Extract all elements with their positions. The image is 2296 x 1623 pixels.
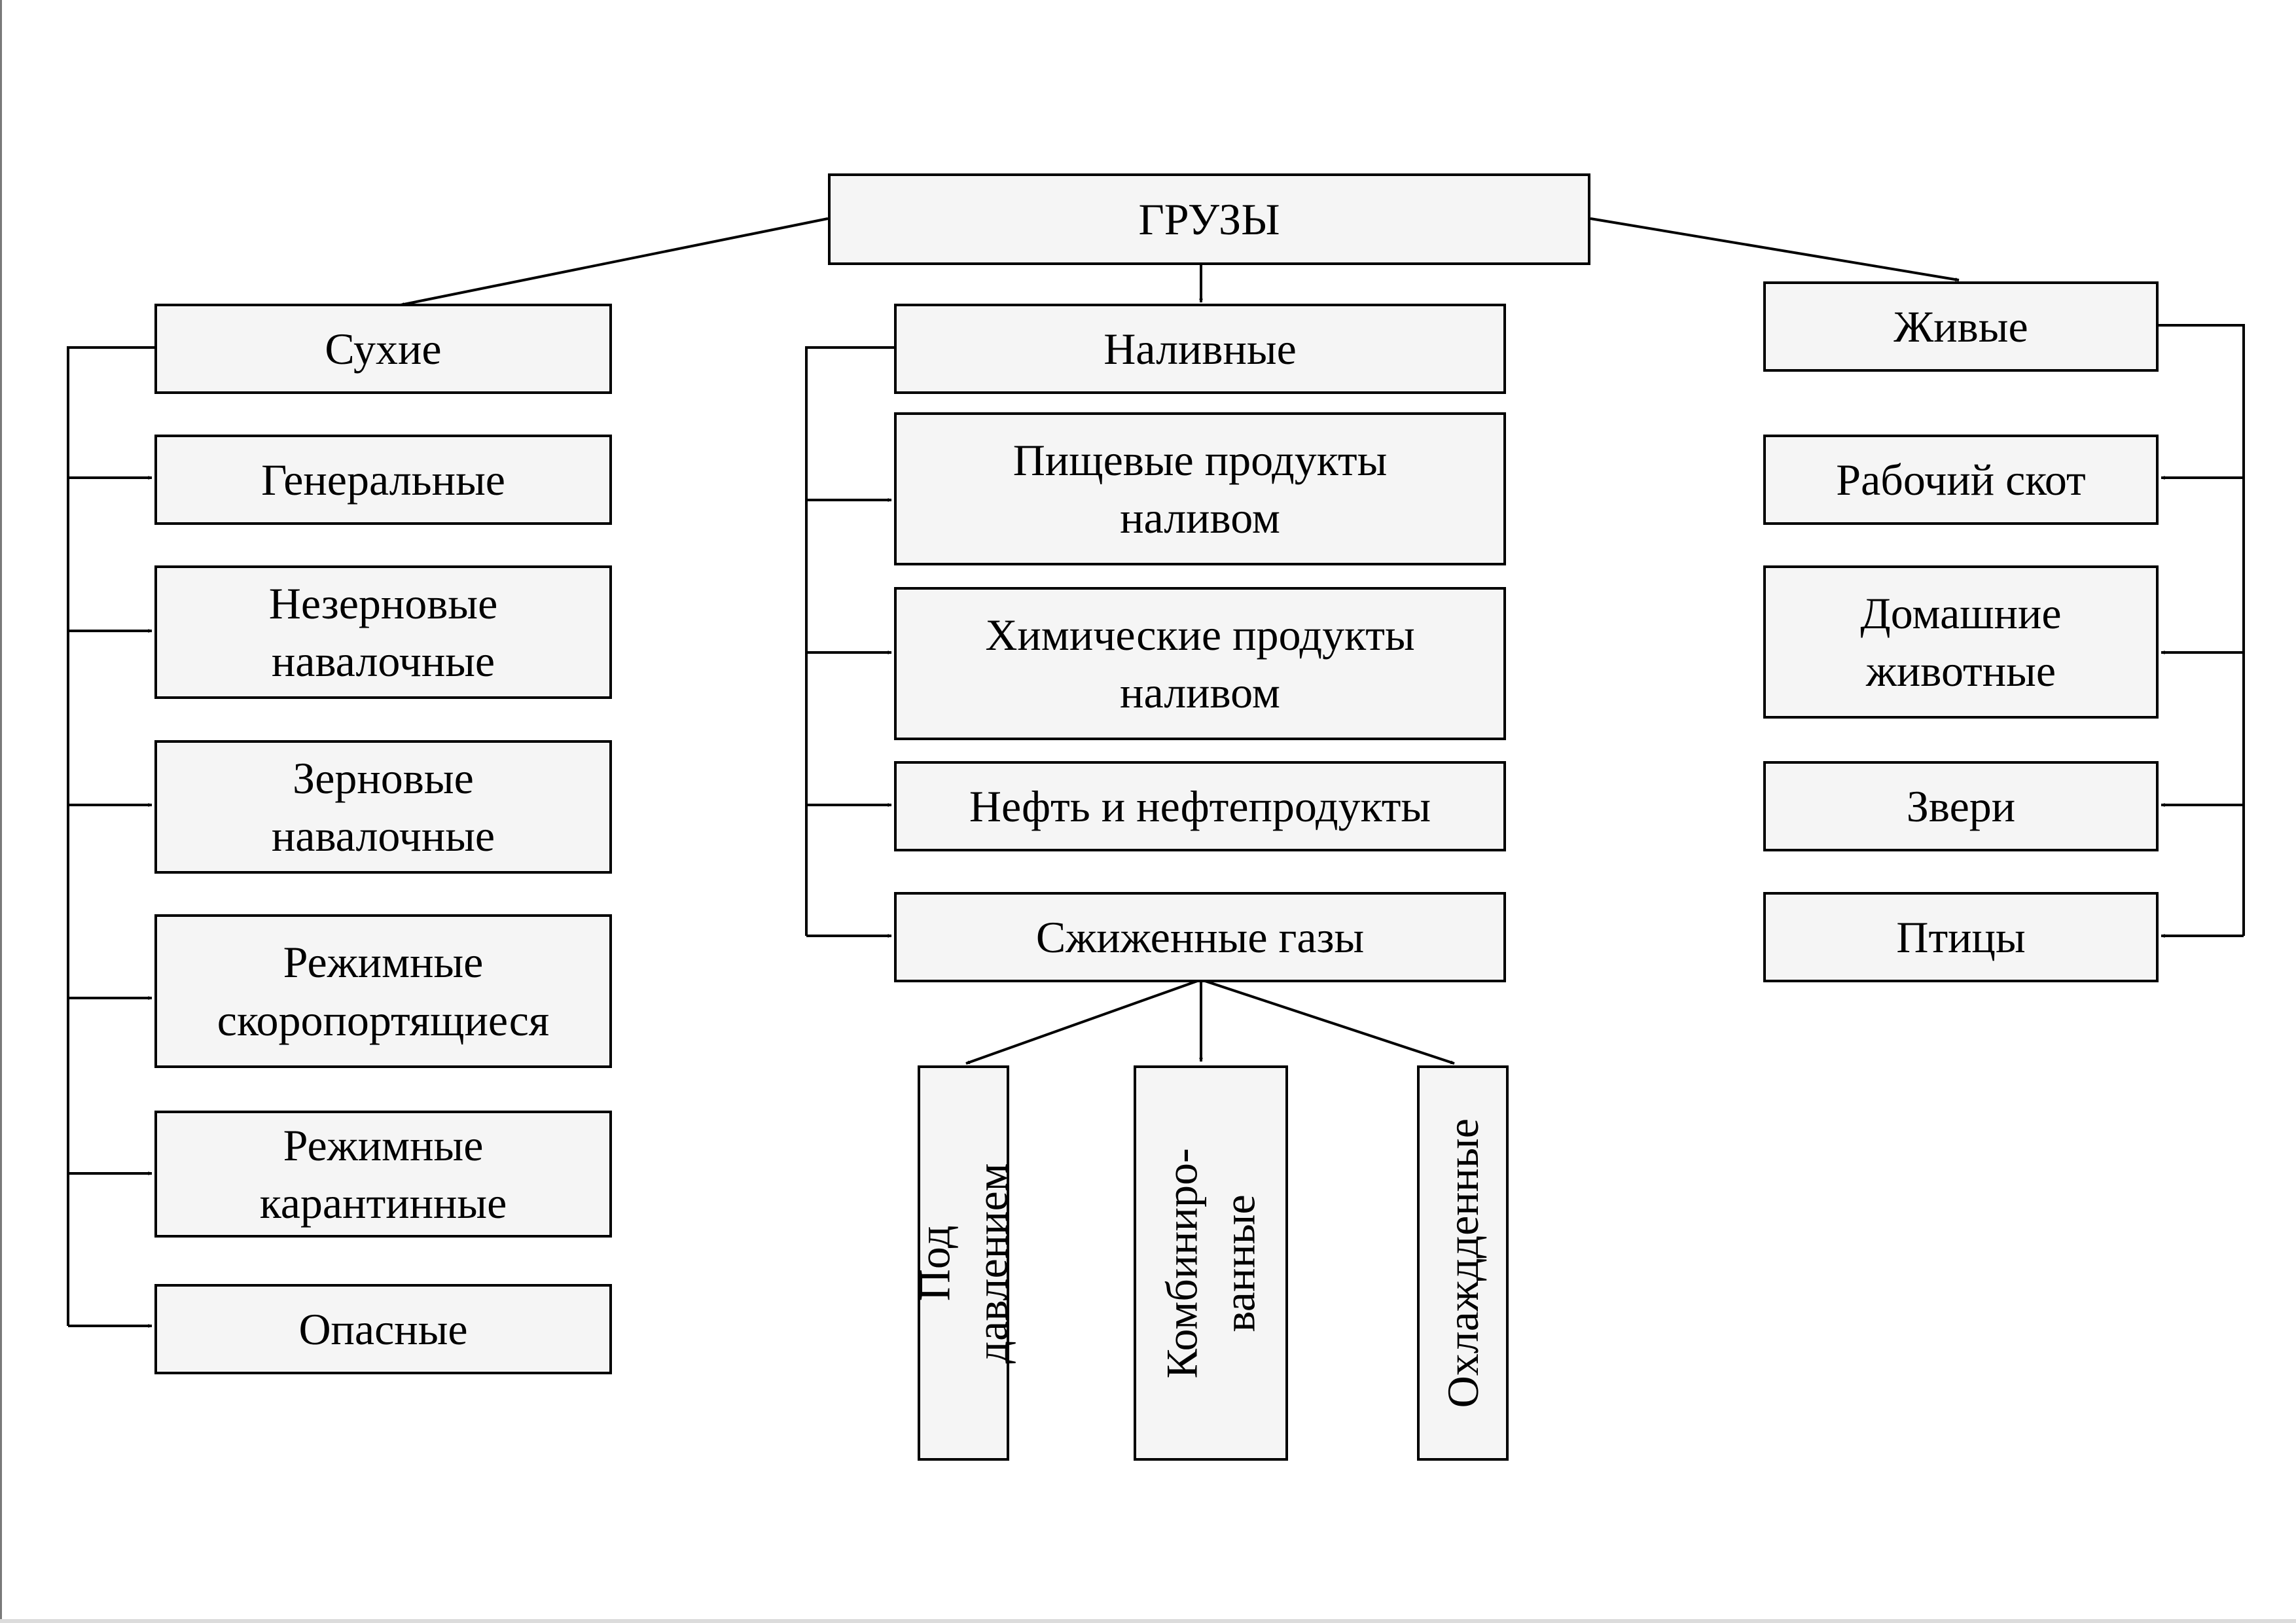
category-dry-label: Сухие — [325, 323, 442, 374]
category-live: Живые — [1763, 281, 2159, 372]
dry-item: Режимные скоропортящиеся — [154, 914, 612, 1068]
live-item-label: Рабочий скот — [1836, 454, 2086, 505]
live-item: Рабочий скот — [1763, 435, 2159, 525]
root-node: ГРУЗЫ — [828, 173, 1590, 265]
liquid-item: Нефть и нефтепродукты — [894, 761, 1506, 851]
dry-item-label: Генеральные — [261, 454, 505, 505]
arrow-gas-1 — [965, 978, 1202, 1065]
live-item: Звери — [1763, 761, 2159, 851]
dry-item-label: Режимные скоропортящиеся — [217, 937, 550, 1045]
liquid-item: Химические продукты наливом — [894, 587, 1506, 740]
bracket-live — [2159, 324, 2245, 936]
liquid-item-label: Сжиженные газы — [1035, 912, 1365, 962]
gas-subtype: Под давлением — [910, 1065, 1017, 1461]
liquid-item-label: Пищевые продукты наливом — [1013, 435, 1388, 543]
dry-item: Режимные карантинные — [154, 1111, 612, 1238]
arrow-root-to-live — [1590, 217, 1960, 282]
arrow-root-to-dry — [400, 217, 829, 306]
live-item-label: Птицы — [1896, 912, 2026, 962]
liquid-item-label: Химические продукты наливом — [985, 609, 1415, 717]
liquid-item: Пищевые продукты наливом — [894, 412, 1506, 565]
dry-item-label: Незерновые навалочные — [268, 578, 498, 686]
category-live-label: Живые — [1893, 301, 2028, 351]
dry-item-label: Зерновые навалочные — [271, 753, 495, 861]
arrow-gas-3 — [1200, 978, 1455, 1065]
liquid-item: Сжиженные газы — [894, 892, 1506, 982]
bracket-liquid — [805, 346, 894, 936]
frame-left-border — [0, 0, 2, 1623]
live-item: Домашние животные — [1763, 565, 2159, 719]
gas-subtype-label: Под давлением — [909, 1162, 1018, 1364]
dry-item: Незерновые навалочные — [154, 565, 612, 699]
liquid-item-label: Нефть и нефтепродукты — [969, 781, 1431, 831]
dry-item-label: Режимные карантинные — [259, 1120, 507, 1228]
gas-subtype: Комбиниро- ванные — [1134, 1065, 1288, 1461]
category-liquid: Наливные — [894, 304, 1506, 394]
gas-subtype-label: Охлаждденные — [1437, 1118, 1488, 1408]
bracket-dry — [67, 346, 154, 1326]
frame-bottom-border — [0, 1619, 2296, 1623]
gas-subtype-label: Комбиниро- ванные — [1157, 1147, 1265, 1379]
category-liquid-label: Наливные — [1103, 323, 1297, 374]
category-dry: Сухие — [154, 304, 612, 394]
root-label: ГРУЗЫ — [1138, 194, 1280, 244]
dry-item: Генеральные — [154, 435, 612, 525]
live-item-label: Домашние животные — [1860, 588, 2062, 696]
dry-item: Опасные — [154, 1284, 612, 1374]
dry-item: Зерновые навалочные — [154, 740, 612, 874]
live-item: Птицы — [1763, 892, 2159, 982]
gas-subtype: Охлаждденные — [1417, 1065, 1509, 1461]
dry-item-label: Опасные — [298, 1304, 468, 1354]
live-item-label: Звери — [1906, 781, 2016, 831]
